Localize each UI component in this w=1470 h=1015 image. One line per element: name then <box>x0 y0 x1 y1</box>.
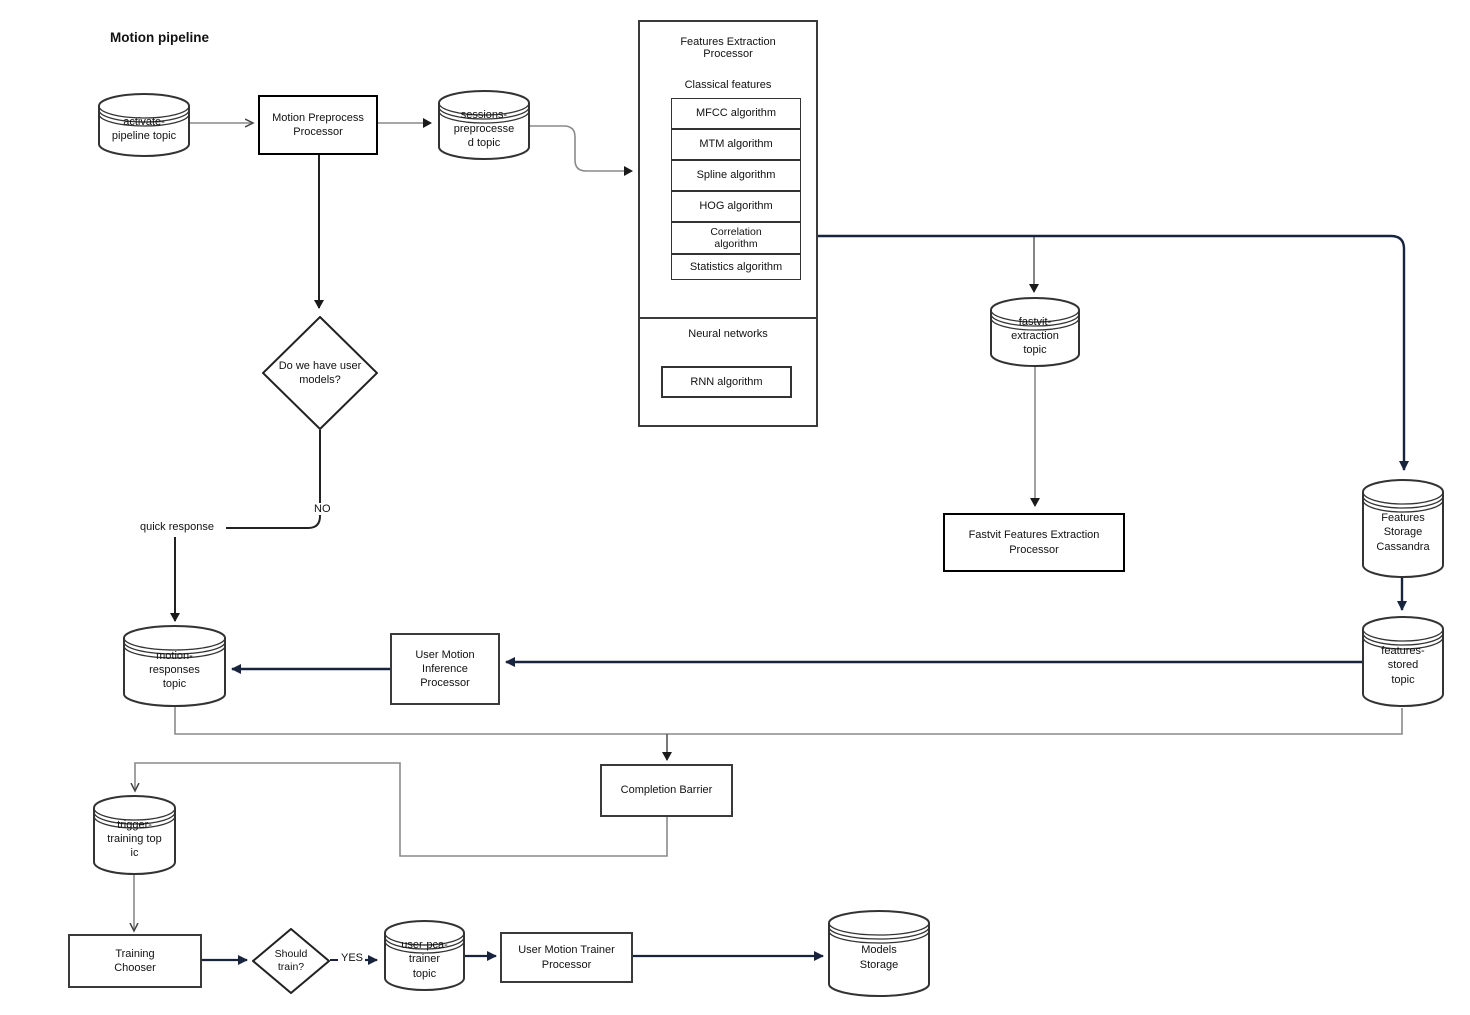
node-features-extraction-processor: Features Extraction Processor Classical … <box>638 20 818 427</box>
algo-mtm: MTM algorithm <box>671 129 801 160</box>
node-label: RNN algorithm <box>690 376 763 388</box>
features-box-title: Features Extraction Processor <box>680 36 776 60</box>
node-decision-user-models: Do we have user models? <box>262 316 378 430</box>
diagram-title: Motion pipeline <box>110 30 209 45</box>
cylinder-shape <box>828 910 930 997</box>
node-label: features- stored topic <box>1381 645 1425 686</box>
diamond-shape <box>262 316 378 430</box>
label-no: NO <box>313 503 332 515</box>
algo-correlation: Correlation algorithm <box>671 222 801 254</box>
node-user-pca-trainer-topic: user-pca- trainer topic <box>384 920 465 991</box>
node-label: User Motion Inference Processor <box>415 648 475 690</box>
algo-spline: Spline algorithm <box>671 160 801 191</box>
classical-features-label: Classical features <box>684 79 772 91</box>
cylinder-shape <box>1362 479 1444 578</box>
edge-sessions-to-features <box>530 125 633 176</box>
node-fastvit-features-extraction-processor: Fastvit Features Extraction Processor <box>943 513 1125 572</box>
node-trigger-training-topic: trigger- training top ic <box>93 795 176 875</box>
node-training-chooser: Training Chooser <box>68 934 202 988</box>
node-label: Models Storage <box>859 944 899 971</box>
neural-section-divider <box>638 317 818 319</box>
cylinder-shape <box>990 297 1080 367</box>
node-features-storage-cassandra: Features Storage Cassandra <box>1362 479 1444 578</box>
node-user-motion-trainer-processor: User Motion Trainer Processor <box>500 932 633 983</box>
cylinder-shape <box>1362 616 1444 707</box>
cylinder-shape <box>93 795 176 875</box>
label-yes: YES <box>340 952 365 964</box>
node-label: Should train? <box>274 947 308 973</box>
node-label: Do we have user models? <box>278 359 362 386</box>
node-activate-pipeline-topic: activate- pipeline topic <box>98 93 190 157</box>
edge-join-to-barrier <box>174 707 1403 735</box>
cylinder-shape <box>438 90 530 160</box>
cylinder-shape <box>123 625 226 707</box>
node-label: user-pca- trainer topic <box>401 939 448 980</box>
node-label: Training Chooser <box>114 947 156 974</box>
edge-features-to-cassandra <box>818 234 1409 471</box>
node-label: motion- responses topic <box>149 649 200 691</box>
node-label: trigger- training top ic <box>107 818 162 860</box>
algo-rnn: RNN algorithm <box>661 366 792 398</box>
algo-hog: HOG algorithm <box>671 191 801 222</box>
neural-networks-label: Neural networks <box>688 328 768 340</box>
node-models-storage: Models Storage <box>828 910 930 997</box>
edge-barrier-to-triggertraining <box>135 762 668 857</box>
node-features-stored-topic: features- stored topic <box>1362 616 1444 707</box>
node-label: User Motion Trainer Processor <box>518 944 615 971</box>
node-label: fastvit- extraction topic <box>1011 315 1059 357</box>
node-label: Features Storage Cassandra <box>1376 512 1430 553</box>
node-fastvit-extraction-topic: fastvit- extraction topic <box>990 297 1080 367</box>
algo-mfcc: MFCC algorithm <box>671 98 801 129</box>
node-motion-responses-topic: motion- responses topic <box>123 625 226 707</box>
algo-statistics: Statistics algorithm <box>671 254 801 280</box>
node-label: Completion Barrier <box>620 784 713 797</box>
node-label: activate- pipeline topic <box>111 115 177 142</box>
diamond-shape <box>252 928 330 994</box>
node-sessions-preprocessed-topic: sessions- preprocesse d topic <box>438 90 530 160</box>
node-label: Motion Preprocess Processor <box>272 111 364 138</box>
node-label: sessions- preprocesse d topic <box>453 108 515 150</box>
node-label: Fastvit Features Extraction Processor <box>968 529 1100 556</box>
node-motion-preprocess-processor: Motion Preprocess Processor <box>258 95 378 155</box>
node-user-motion-inference-processor: User Motion Inference Processor <box>390 633 500 705</box>
label-quick-response: quick response <box>139 521 215 533</box>
cylinder-shape <box>384 920 465 991</box>
cylinder-shape <box>98 93 190 157</box>
node-decision-should-train: Should train? <box>252 928 330 994</box>
edge-decision-no <box>226 430 321 529</box>
node-completion-barrier: Completion Barrier <box>600 764 733 817</box>
